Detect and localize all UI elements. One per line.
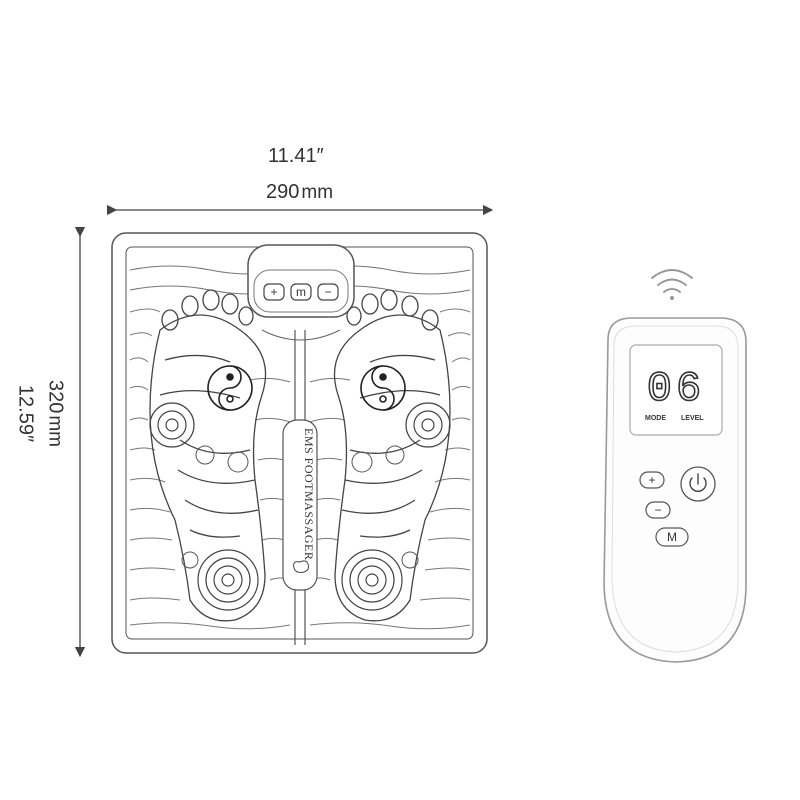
right-foot-yinyang-icon — [360, 365, 406, 411]
left-foot-yinyang-icon — [207, 365, 253, 411]
remote-lcd-digits: 06 — [647, 365, 705, 413]
left-foot-heel-circle — [197, 549, 259, 611]
remote-lcd-screen — [629, 344, 723, 436]
mat-plus-button[interactable]: + — [263, 283, 285, 301]
right-foot-heel-circle — [341, 549, 403, 611]
left-foot-small-circles — [181, 445, 249, 569]
mat-mode-button[interactable]: m — [290, 283, 312, 301]
svg-text:−: − — [654, 503, 661, 517]
width-mm-unit: mm — [301, 182, 334, 203]
width-mm-value: 290 — [266, 181, 300, 203]
svg-text:−: − — [324, 285, 331, 299]
svg-text:+: + — [270, 285, 277, 299]
remote-power-button[interactable] — [680, 466, 716, 502]
svg-text:M: M — [667, 530, 677, 544]
svg-text:+: + — [648, 473, 655, 487]
right-foot-arch-circle — [405, 402, 451, 448]
remote-mode-button[interactable]: M — [655, 527, 689, 547]
remote-lcd-level-label: LEVEL — [681, 415, 704, 422]
power-icon — [689, 473, 707, 492]
remote-plus-button[interactable]: + — [639, 471, 665, 489]
mat-center-strip — [282, 330, 318, 645]
width-inches-label: 11.41″ — [268, 145, 324, 168]
mat-logo-icon — [293, 560, 309, 573]
mat-minus-button[interactable]: − — [317, 283, 339, 301]
remote-minus-button[interactable]: − — [645, 501, 671, 519]
left-foot-outline — [149, 289, 267, 622]
wifi-signal-icon — [651, 269, 693, 300]
mat-brand-label: EMS FOOTMASSAGER — [302, 428, 316, 560]
width-inches-value: 11.41″ — [268, 145, 324, 167]
left-foot-arch-circle — [149, 402, 195, 448]
right-foot-small-circles — [351, 445, 419, 569]
remote-lcd-mode-label: MODE — [645, 415, 666, 422]
right-foot-outline — [333, 289, 451, 622]
svg-text:m: m — [296, 285, 306, 299]
